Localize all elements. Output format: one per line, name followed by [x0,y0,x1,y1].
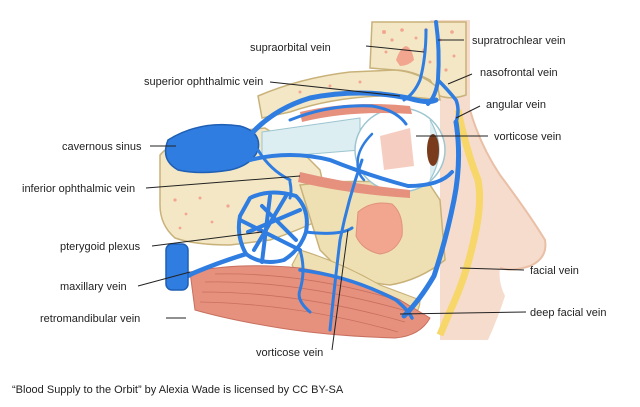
label-superior-ophthalmic-vein: superior ophthalmic vein [144,76,263,88]
superior-ophthalmic-vein-path [243,90,439,143]
inferior-ophthalmic-vein-path [248,153,454,188]
label-pterygoid-plexus: pterygoid plexus [60,241,141,253]
label-retromandibular-vein: retromandibular vein [40,313,140,325]
label-facial-vein: facial vein [530,265,579,277]
label-maxillary-vein: maxillary vein [60,281,127,293]
deep-facial-vein-path [298,268,414,320]
frontal-bone-marrow-dots [382,28,456,72]
label-cavernous-sinus: cavernous sinus [62,141,142,153]
supraorbital-vein-path [402,28,428,102]
retromandibular-vein-stub [165,243,189,291]
image-credit: “Blood Supply to the Orbit” by Alexia Wa… [12,384,344,396]
skin-face-profile [430,20,546,340]
label-nasofrontal-vein: nasofrontal vein [480,67,558,79]
label-vorticose-vein-upper: vorticose vein [494,131,561,143]
label-deep-facial-vein: deep facial vein [530,307,606,319]
pterygoid-plexus-lattice [236,190,309,264]
iris [427,134,439,166]
lens-ciliary [380,128,414,170]
label-angular-vein: angular vein [486,99,546,111]
vorticose-vein-path-lower [328,158,364,332]
label-inferior-ophthalmic-vein: inferior ophthalmic vein [22,183,135,195]
nasofrontal-vein-path [436,78,460,124]
maxillary-sinus [355,202,403,255]
label-supratrochlear-vein: supratrochlear vein [472,35,566,47]
label-supraorbital-vein: supraorbital vein [250,42,331,54]
facial-fat-strip [436,109,484,337]
leader-lines [137,39,527,351]
vorticose-vein-path-upper [356,132,374,182]
cavernous-sinus [164,123,260,174]
optic-nerve [261,117,361,159]
masseter-muscle [189,265,431,339]
orbit-blood-supply-diagram: supraorbital vein supratrochlear vein su… [22,20,606,359]
facial-vein-path [401,119,462,319]
label-vorticose-vein-lower: vorticose vein [256,347,323,359]
nose-outline [469,109,547,271]
roof-marrow-dots [298,80,362,94]
